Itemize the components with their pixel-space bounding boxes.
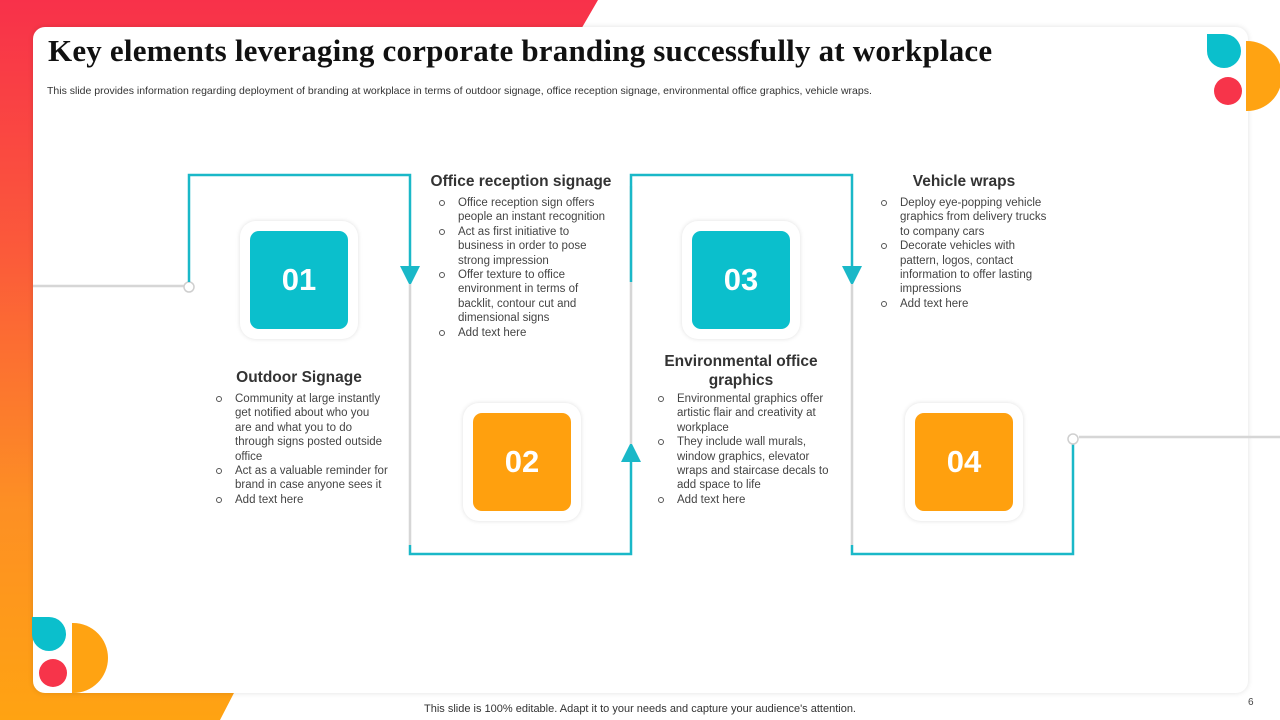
list-item: Add text here bbox=[881, 297, 1053, 311]
list-item: Decorate vehicles with pattern, logos, c… bbox=[881, 239, 1053, 297]
list-item: Add text here bbox=[216, 493, 388, 507]
footer-note: This slide is 100% editable. Adapt it to… bbox=[424, 703, 856, 715]
step-number: 02 bbox=[473, 413, 571, 511]
step-heading: Office reception signage bbox=[430, 173, 612, 190]
step-bullet-list: Office reception sign offers people an i… bbox=[439, 196, 611, 340]
step-heading: Vehicle wraps bbox=[912, 173, 1016, 190]
list-item: They include wall murals, window graphic… bbox=[658, 435, 832, 493]
slide-subtitle: This slide provides information regardin… bbox=[47, 85, 872, 97]
page-number: 6 bbox=[1248, 697, 1254, 708]
slide-card bbox=[33, 27, 1248, 693]
list-item: Environmental graphics offer artistic fl… bbox=[658, 392, 832, 435]
list-item: Community at large instantly get notifie… bbox=[216, 392, 388, 464]
step-number: 03 bbox=[692, 231, 790, 329]
slide-title: Key elements leveraging corporate brandi… bbox=[48, 33, 993, 68]
step-heading: Outdoor Signage bbox=[236, 369, 362, 386]
list-item: Act as first initiative to business in o… bbox=[439, 225, 611, 268]
list-item: Deploy eye-popping vehicle graphics from… bbox=[881, 196, 1053, 239]
list-item: Add text here bbox=[658, 493, 832, 507]
list-item: Add text here bbox=[439, 326, 611, 340]
step-bullet-list: Environmental graphics offer artistic fl… bbox=[658, 392, 832, 507]
list-item: Act as a valuable reminder for brand in … bbox=[216, 464, 388, 493]
list-item: Office reception sign offers people an i… bbox=[439, 196, 611, 225]
step-number-card: 02 bbox=[463, 403, 581, 521]
step-heading: Environmental office graphics bbox=[664, 353, 818, 389]
step-bullet-list: Community at large instantly get notifie… bbox=[216, 392, 388, 507]
step-number: 04 bbox=[915, 413, 1013, 511]
step-number-card: 04 bbox=[905, 403, 1023, 521]
step-number-card: 03 bbox=[682, 221, 800, 339]
step-number: 01 bbox=[250, 231, 348, 329]
brand-logo-icon bbox=[32, 617, 110, 693]
step-bullet-list: Deploy eye-popping vehicle graphics from… bbox=[881, 196, 1053, 311]
list-item: Offer texture to office environment in t… bbox=[439, 268, 611, 326]
brand-logo-icon bbox=[1206, 33, 1280, 111]
step-number-card: 01 bbox=[240, 221, 358, 339]
